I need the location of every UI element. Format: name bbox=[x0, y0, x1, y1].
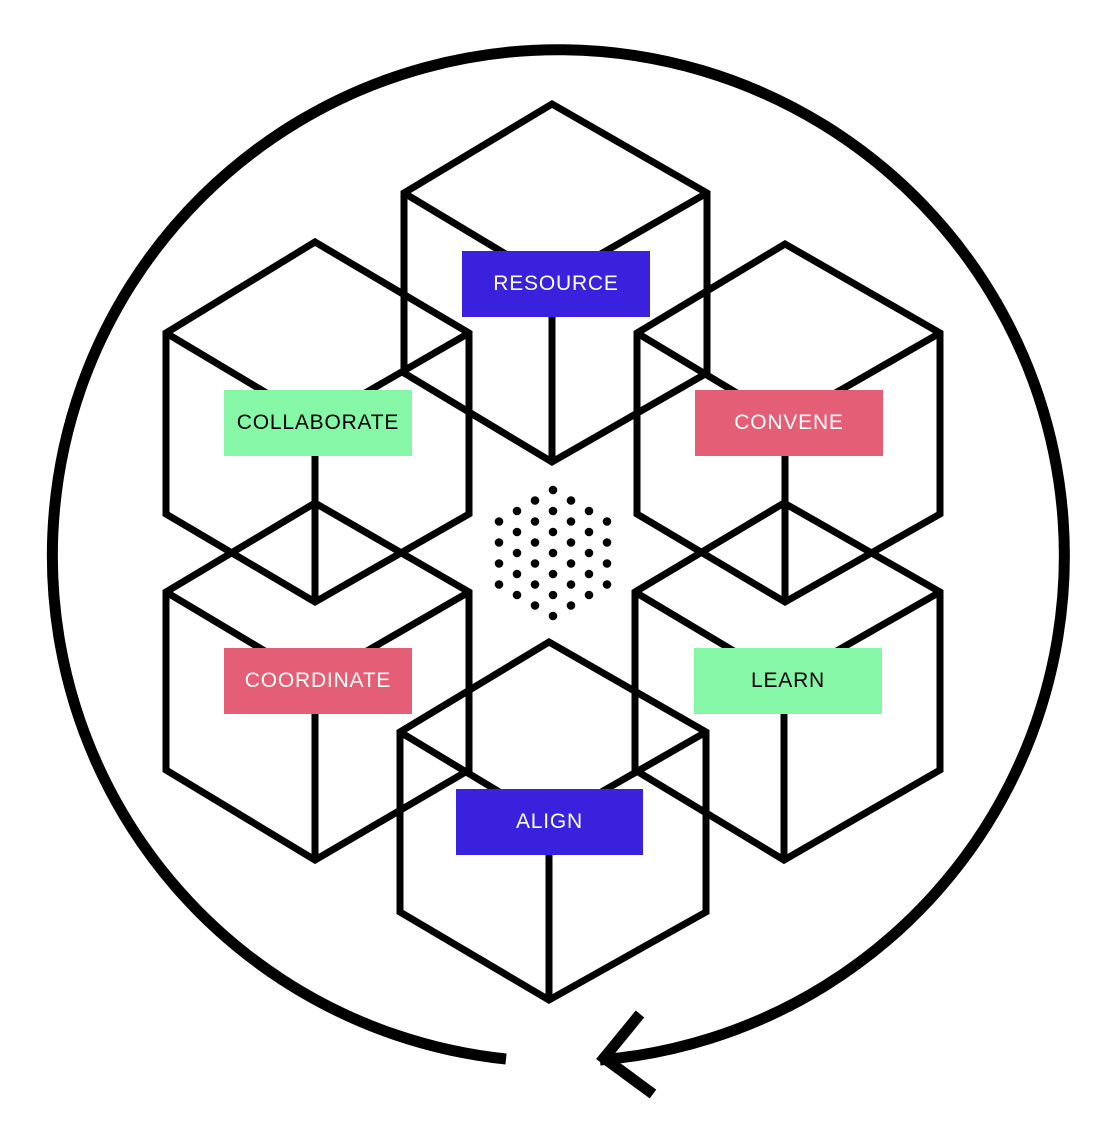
center-dot bbox=[530, 580, 540, 589]
center-dot bbox=[512, 569, 522, 579]
center-dot bbox=[512, 527, 522, 537]
label-align: ALIGN bbox=[456, 789, 643, 855]
cycle-arrow-ring bbox=[46, 44, 1070, 1066]
center-dot bbox=[530, 538, 540, 547]
center-dot bbox=[512, 506, 522, 516]
label-resource: RESOURCE bbox=[462, 251, 650, 317]
center-dot bbox=[548, 527, 558, 537]
center-dot bbox=[584, 548, 594, 558]
center-dot bbox=[494, 559, 504, 568]
center-dot bbox=[566, 601, 576, 610]
center-dot bbox=[602, 580, 612, 589]
label-coordinate: COORDINATE bbox=[224, 648, 412, 714]
center-dot bbox=[530, 559, 540, 568]
center-dot bbox=[548, 569, 558, 579]
center-dot bbox=[584, 527, 594, 537]
center-dot bbox=[530, 517, 540, 526]
label-learn: LEARN bbox=[694, 648, 882, 714]
center-dot bbox=[566, 496, 576, 505]
center-dot bbox=[566, 517, 576, 526]
center-dot bbox=[566, 580, 576, 589]
center-dot bbox=[602, 559, 612, 568]
center-dot bbox=[584, 506, 594, 516]
label-collaborate: COLLABORATE bbox=[224, 390, 412, 456]
dotted-hexagon-icon bbox=[494, 485, 612, 621]
arrow-head-icon bbox=[596, 1010, 657, 1099]
center-dot bbox=[548, 548, 558, 558]
center-dot bbox=[584, 590, 594, 600]
center-dot bbox=[530, 496, 540, 505]
center-dot bbox=[548, 590, 558, 600]
center-dot bbox=[548, 485, 558, 495]
center-dot bbox=[602, 538, 612, 547]
center-dot bbox=[548, 506, 558, 516]
center-dot bbox=[548, 611, 558, 621]
center-dot bbox=[512, 590, 522, 600]
center-dot bbox=[584, 569, 594, 579]
center-dot bbox=[566, 538, 576, 547]
center-dot bbox=[530, 601, 540, 610]
center-dot bbox=[494, 538, 504, 547]
center-dot bbox=[602, 517, 612, 526]
center-dot bbox=[512, 548, 522, 558]
center-dot bbox=[494, 517, 504, 526]
center-dot bbox=[494, 580, 504, 589]
label-convene: CONVENE bbox=[695, 390, 883, 456]
center-dot bbox=[566, 559, 576, 568]
